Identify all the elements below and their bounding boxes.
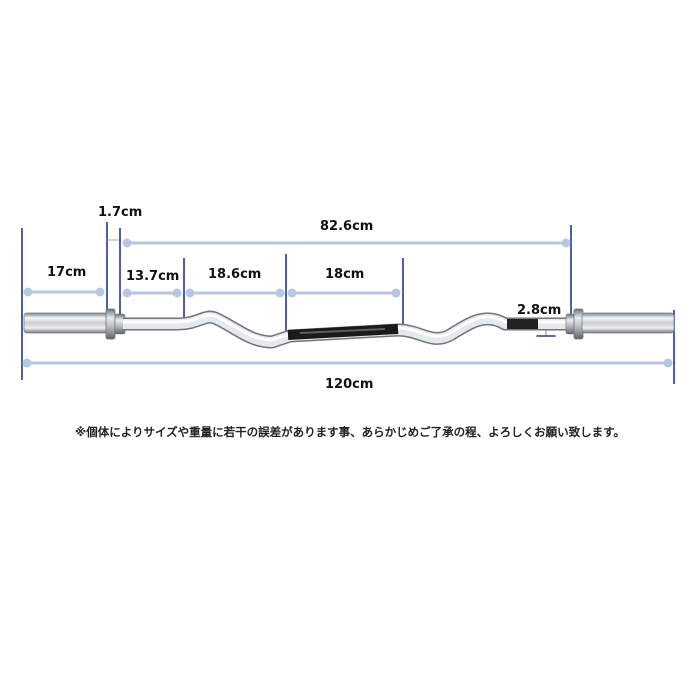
dim-dot	[122, 288, 132, 298]
dim-dot	[122, 238, 132, 248]
dim-dot	[391, 288, 401, 298]
dim-dot	[287, 288, 297, 298]
label-first-curve: 18.6cm	[208, 267, 261, 282]
disclaimer-note: ※個体によりサイズや重量に若干の誤差があります事、あらかじめご了承の程、よろしく…	[75, 425, 625, 439]
dim-dot	[172, 288, 182, 298]
dim-dot	[23, 287, 33, 297]
left-sleeve	[23, 312, 111, 334]
dim-dot	[663, 358, 673, 368]
right-sleeve	[581, 312, 675, 334]
label-bar-diameter: 2.8cm	[517, 303, 561, 318]
dim-dot	[561, 238, 571, 248]
dim-dot	[185, 288, 195, 298]
label-sleeve: 17cm	[47, 265, 86, 280]
label-straight-section: 82.6cm	[320, 219, 373, 234]
label-overall-width: 1.7cm	[98, 205, 142, 220]
dim-dot	[22, 358, 32, 368]
dimension-lines	[22, 238, 673, 368]
label-inner-grip: 13.7cm	[126, 269, 179, 284]
label-center-grip: 18cm	[325, 267, 364, 282]
label-total-length: 120cm	[325, 377, 373, 392]
dim-dot	[275, 288, 285, 298]
dim-dot	[95, 287, 105, 297]
left-collar	[105, 308, 116, 340]
center-grip-shine	[299, 328, 386, 334]
ez-curl-barbell	[23, 308, 675, 349]
guide-lines	[21, 222, 675, 384]
